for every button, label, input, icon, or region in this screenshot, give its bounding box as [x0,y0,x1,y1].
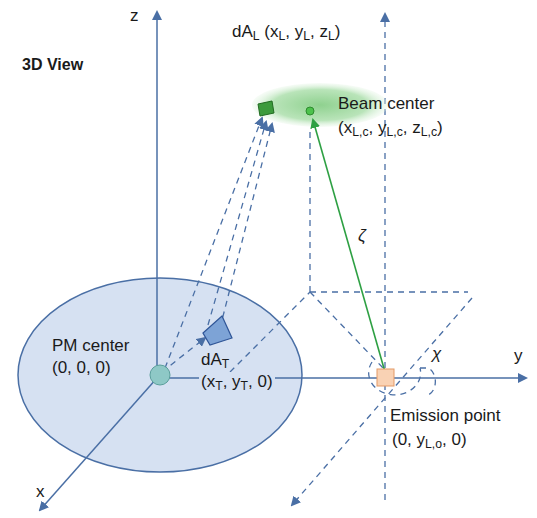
coordinate-label: (xT, yT, 0) [199,372,275,392]
x-axis [40,378,157,510]
pm-center-dot [150,365,170,385]
axis-label: y [512,346,525,366]
axis-label: x [34,482,47,502]
z-axis [156,12,158,375]
point-label: PM center [50,336,131,356]
emission-point [377,369,394,386]
coordinate-label: dAL (xL, yL, zL) [230,22,343,42]
angle-label: χ [430,344,443,364]
area-element [203,316,232,345]
axis-label: z [128,6,141,26]
point-label: Emission point [388,406,503,426]
beam-vector [313,120,385,372]
vector-label: ζ [356,226,368,246]
view-title: 3D View [20,56,85,74]
coordinate-label: (0, 0, 0) [50,358,113,378]
point-label: Beam center [336,94,436,114]
pm-disk [18,278,302,472]
point-label: dAT [199,350,231,370]
construction-lines [162,14,472,505]
coordinate-label: (0, yL,o, 0) [390,430,469,450]
beam-center-dot [306,107,314,115]
beam-area-element [258,101,274,116]
coordinate-label: (xL,c, yL,c, zL,c) [336,118,445,138]
